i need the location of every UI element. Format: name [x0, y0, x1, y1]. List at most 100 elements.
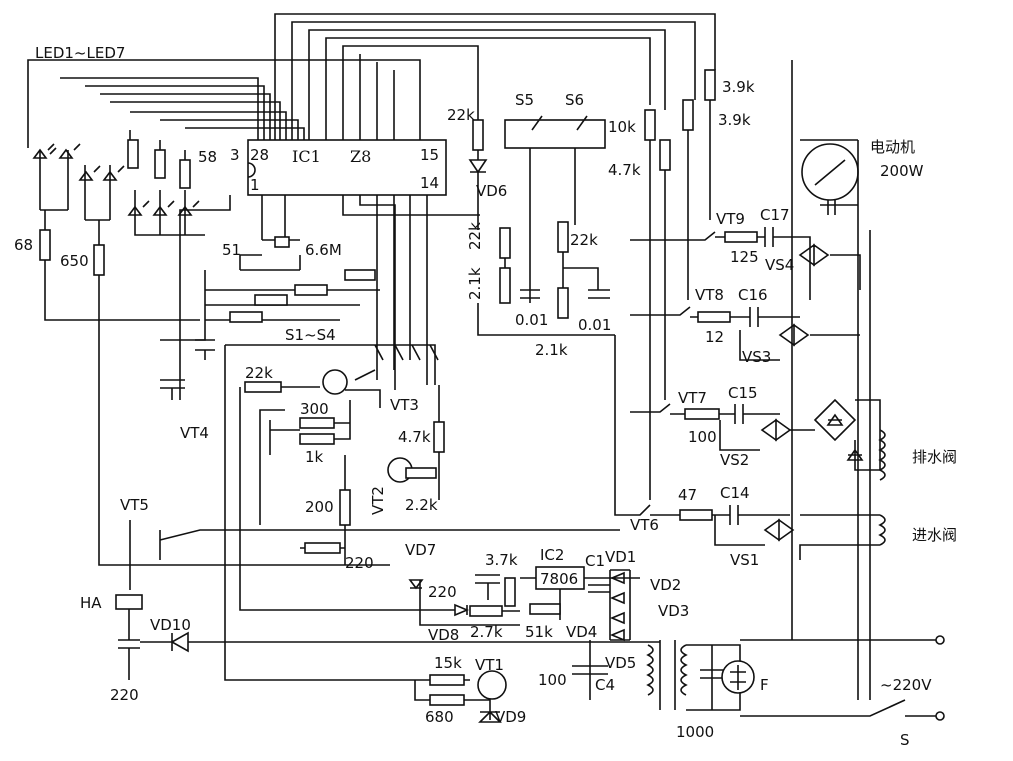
triac-driver-section — [614, 69, 830, 546]
label-vt4: VT4 — [180, 424, 209, 442]
label-r47: 47 — [678, 486, 697, 504]
label-fuse: F — [760, 676, 769, 694]
label-pin28: 28 — [250, 146, 269, 164]
vt1-section — [224, 520, 507, 723]
label-s6: S6 — [565, 91, 584, 109]
label-switch-s: S — [900, 731, 910, 749]
left-caps — [160, 339, 215, 400]
r68-body — [39, 229, 51, 261]
label-vs2: VS2 — [720, 451, 749, 469]
label-r22k-a: 22k — [245, 364, 273, 382]
label-vd6: VD6 — [476, 182, 507, 200]
label-pin3: 3 — [230, 146, 240, 164]
label-vs4: VS4 — [765, 256, 794, 274]
label-r1k: 1k — [305, 448, 324, 466]
label-r47k-b: 4.7k — [608, 161, 641, 179]
label-r21k-b: 2.1k — [535, 341, 568, 359]
ic1-top-bus — [27, 13, 716, 148]
label-r39k-b: 3.9k — [718, 111, 751, 129]
label-c17: C17 — [760, 206, 790, 224]
label-r68: 68 — [14, 236, 33, 254]
label-crystal: 6.6M — [305, 241, 342, 259]
label-r220-a: 220 — [345, 554, 374, 572]
label-led-range: LED1~LED7 — [35, 44, 125, 62]
label-r10k: 10k — [608, 118, 636, 136]
label-mains: ~220V — [880, 676, 932, 694]
label-ha: HA — [80, 594, 102, 612]
switch-bank-s1-s4 — [224, 344, 439, 520]
crystal-section — [160, 195, 301, 400]
label-vd3: VD3 — [658, 602, 689, 620]
label-vd8: VD8 — [428, 626, 459, 644]
vt2-section — [300, 385, 445, 565]
label-r650: 650 — [60, 252, 89, 270]
label-ic2: IC2 — [540, 546, 564, 564]
label-drain-valve: 排水阀 — [912, 448, 957, 466]
label-pin15: 15 — [420, 146, 439, 164]
label-r100: 100 — [688, 428, 717, 446]
label-r220-b: 220 — [428, 583, 457, 601]
label-vt3: VT3 — [390, 396, 419, 414]
label-r27k: 2.7k — [470, 623, 503, 641]
label-r300: 300 — [300, 400, 329, 418]
label-r39k-a: 3.9k — [722, 78, 755, 96]
label-r22k-c: 22k — [447, 106, 475, 124]
label-vd10: VD10 — [150, 616, 191, 634]
label-c51: 51 — [222, 241, 241, 259]
label-r12: 12 — [705, 328, 724, 346]
label-vt6: VT6 — [630, 516, 659, 534]
label-c15: C15 — [728, 384, 758, 402]
label-vs3: VS3 — [742, 348, 771, 366]
label-r125: 125 — [730, 248, 759, 266]
label-vd7: VD7 — [405, 541, 436, 559]
label-inlet-valve: 进水阀 — [912, 526, 957, 544]
label-vd1: VD1 — [605, 548, 636, 566]
label-r680: 680 — [425, 708, 454, 726]
label-r22k-e: 22k — [570, 231, 598, 249]
label-c1000: 1000 — [676, 723, 714, 741]
vt5-buzzer-section — [115, 520, 660, 680]
label-r200: 200 — [305, 498, 334, 516]
label-vt1: VT1 — [475, 656, 504, 674]
label-vt7: VT7 — [678, 389, 707, 407]
s5-s6-box — [504, 119, 606, 149]
label-motor-power: 200W — [880, 162, 924, 180]
label-r21k-a: 2.1k — [466, 267, 484, 300]
label-vt9: VT9 — [716, 210, 745, 228]
label-vd5: VD5 — [605, 654, 636, 672]
label-r22k-b: 2.2k — [405, 496, 438, 514]
transformer — [646, 635, 945, 721]
label-vt2: VT2 — [369, 486, 387, 515]
label-vt5: VT5 — [120, 496, 149, 514]
label-vd2: VD2 — [650, 576, 681, 594]
label-ic2-val: 7806 — [540, 570, 578, 588]
label-c16: C16 — [738, 286, 768, 304]
sensor-input-section — [468, 115, 615, 336]
label-c001-a: 0.01 — [515, 311, 548, 329]
r650-body — [93, 244, 105, 276]
load-section — [790, 60, 886, 700]
buzzer-ha — [115, 594, 143, 610]
vt3-vt4-section — [239, 369, 390, 611]
ic1-bottom-resistors — [205, 195, 480, 390]
label-r37k: 3.7k — [485, 551, 518, 569]
led-array — [32, 130, 390, 566]
label-c1: C1 — [585, 552, 605, 570]
ic1-body — [247, 139, 447, 196]
label-r58: 58 — [198, 148, 217, 166]
label-c220-a: 220 — [110, 686, 139, 704]
label-motor: 电动机 — [870, 138, 915, 156]
label-vd4: VD4 — [566, 623, 597, 641]
ic1-notch — [247, 162, 256, 178]
label-vd9: VD9 — [495, 708, 526, 726]
label-vs1: VS1 — [730, 551, 759, 569]
label-c4: C4 — [595, 676, 615, 694]
label-r22k-d: 22k — [466, 222, 484, 250]
label-r47k-a: 4.7k — [398, 428, 431, 446]
label-z8: Z8 — [350, 147, 371, 166]
label-r51k: 51k — [525, 623, 553, 641]
label-pin1: 1 — [250, 176, 260, 194]
label-switches: S1~S4 — [285, 326, 336, 344]
label-c001-b: 0.01 — [578, 316, 611, 334]
